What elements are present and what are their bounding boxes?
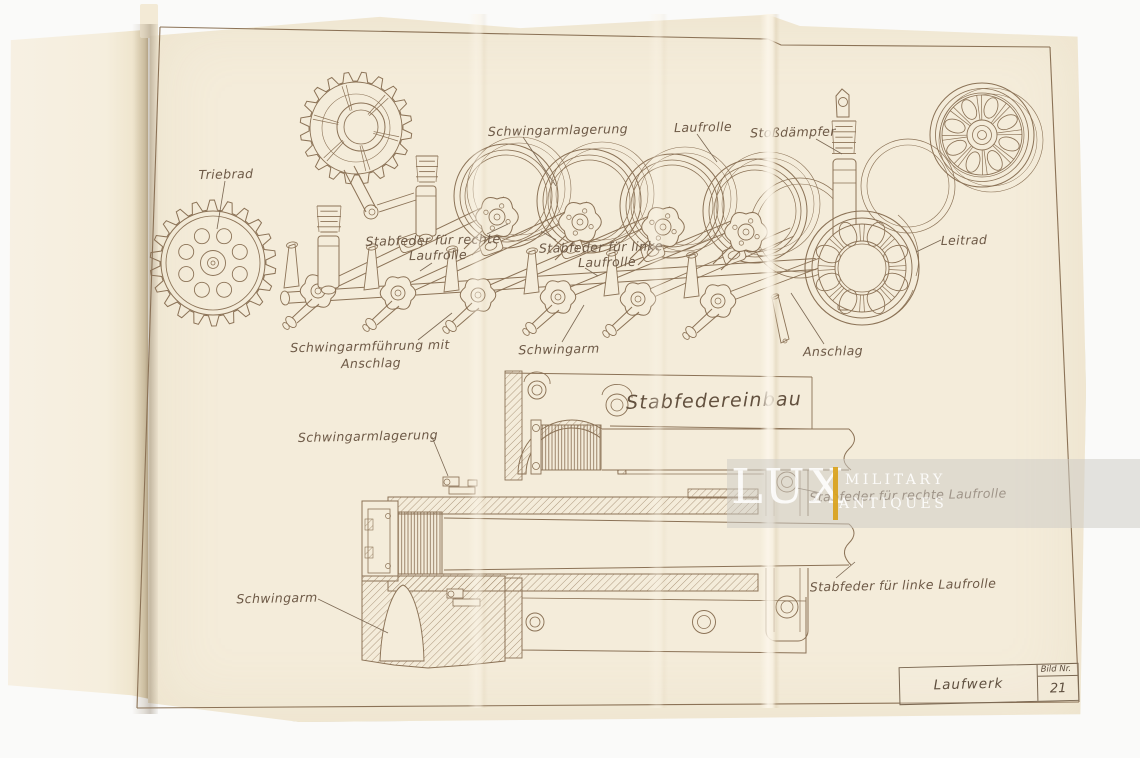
label-schwingarmlagerung-section: Schwingarmlagerung <box>297 427 439 445</box>
label-stossdaempfer: Stoßdämpfer <box>750 123 836 141</box>
label-stabfeder-rechte-line2: Laufrolle <box>408 246 468 264</box>
title-block-title: Laufwerk <box>899 664 1039 705</box>
title-block: Laufwerk Bild Nr. 21 <box>898 662 1080 706</box>
section-title: Stabfedereinbau <box>625 388 803 414</box>
label-stabfeder-linke-line1: Stabfeder für linke <box>538 238 664 256</box>
binding-shadow <box>132 24 158 714</box>
figure-number-value: 21 <box>1049 680 1067 697</box>
title-block-figure-cell: Bild Nr. 21 <box>1037 663 1079 701</box>
label-leitrad: Leitrad <box>940 232 988 248</box>
figure-number-label: Bild Nr. <box>1037 663 1078 678</box>
label-stabfeder-linke-line2: Laufrolle <box>577 253 637 271</box>
label-anschlag-top: Anschlag <box>802 342 864 360</box>
label-triebrad: Triebrad <box>198 165 254 183</box>
label-laufrolle: Laufrolle <box>673 118 733 136</box>
blank-left-page <box>8 30 148 699</box>
watermark-brand: LUX <box>731 459 847 515</box>
label-schwingarm-section: Schwingarm <box>236 589 318 607</box>
label-schwingarmfuehrung-line2: Anschlag <box>340 354 402 372</box>
watermark-band: LUX MILITARY ANTIQUES <box>727 459 1140 528</box>
watermark-line2: ANTIQUES <box>839 496 948 512</box>
label-schwingarm-top: Schwingarm <box>518 340 600 358</box>
label-schwingarmlagerung-top: Schwingarmlagerung <box>487 121 629 139</box>
label-stabfeder-rechte-line1: Stabfeder für rechte <box>365 231 501 249</box>
binding-page-sliver <box>140 4 158 38</box>
watermark-line1: MILITARY <box>845 472 946 488</box>
watermark-gold-bar <box>833 467 838 520</box>
